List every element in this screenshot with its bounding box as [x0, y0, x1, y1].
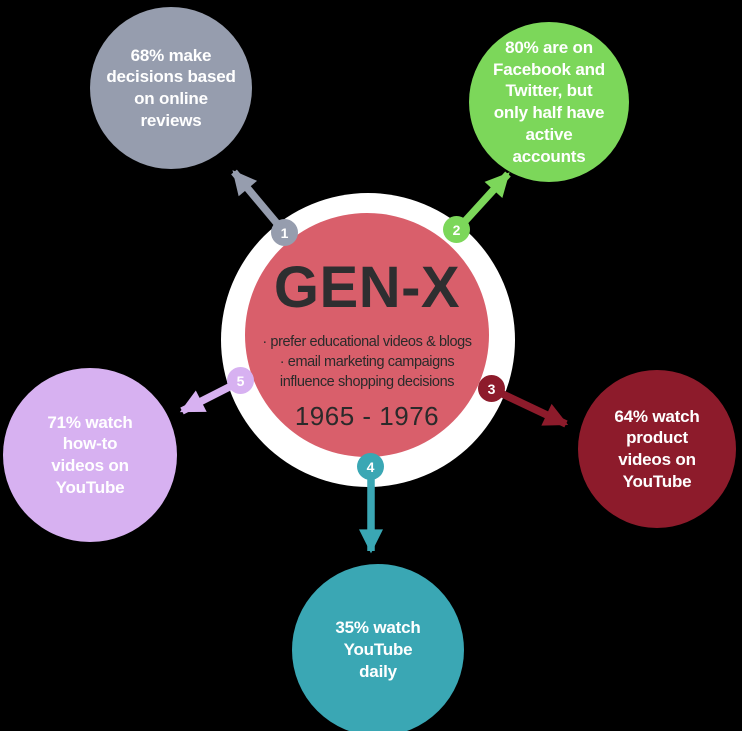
bubble-4-youtube-daily: 35% watch YouTube daily: [292, 564, 464, 731]
bubble-5-howto-videos: 71% watch how-to videos on YouTube: [3, 368, 177, 542]
step-badge-3-number: 3: [487, 380, 496, 397]
bubble-1-online-reviews: 68% make decisions based on online revie…: [90, 7, 252, 169]
step-badge-3: 3: [478, 375, 505, 402]
step-badge-5-number: 5: [236, 372, 245, 389]
bubble-4-label: 35% watch YouTube daily: [335, 618, 421, 681]
bubble-2-label: 80% are on Facebook and Twitter, but onl…: [493, 37, 605, 166]
step-badge-4-number: 4: [366, 458, 375, 475]
center-circle: GEN-X · prefer educational videos & blog…: [245, 213, 489, 457]
bubble-2-facebook-twitter: 80% are on Facebook and Twitter, but onl…: [469, 22, 629, 182]
bubble-3-product-videos: 64% watch product videos on YouTube: [578, 370, 736, 528]
bubble-1-label: 68% make decisions based on online revie…: [106, 45, 236, 130]
bubble-3-label: 64% watch product videos on YouTube: [614, 406, 700, 491]
step-badge-5: 5: [227, 367, 254, 394]
step-badge-2-number: 2: [452, 221, 461, 238]
step-badge-4: 4: [357, 453, 384, 480]
bubble-5-label: 71% watch how-to videos on YouTube: [47, 412, 133, 497]
step-badge-1-number: 1: [280, 224, 289, 241]
step-badge-2: 2: [443, 216, 470, 243]
years-range: 1965 - 1976: [294, 401, 440, 431]
genx-title: GEN-X: [273, 255, 461, 320]
center-bullet-text: · prefer educational videos & blogs · em…: [262, 334, 472, 390]
step-badge-1: 1: [271, 219, 298, 246]
